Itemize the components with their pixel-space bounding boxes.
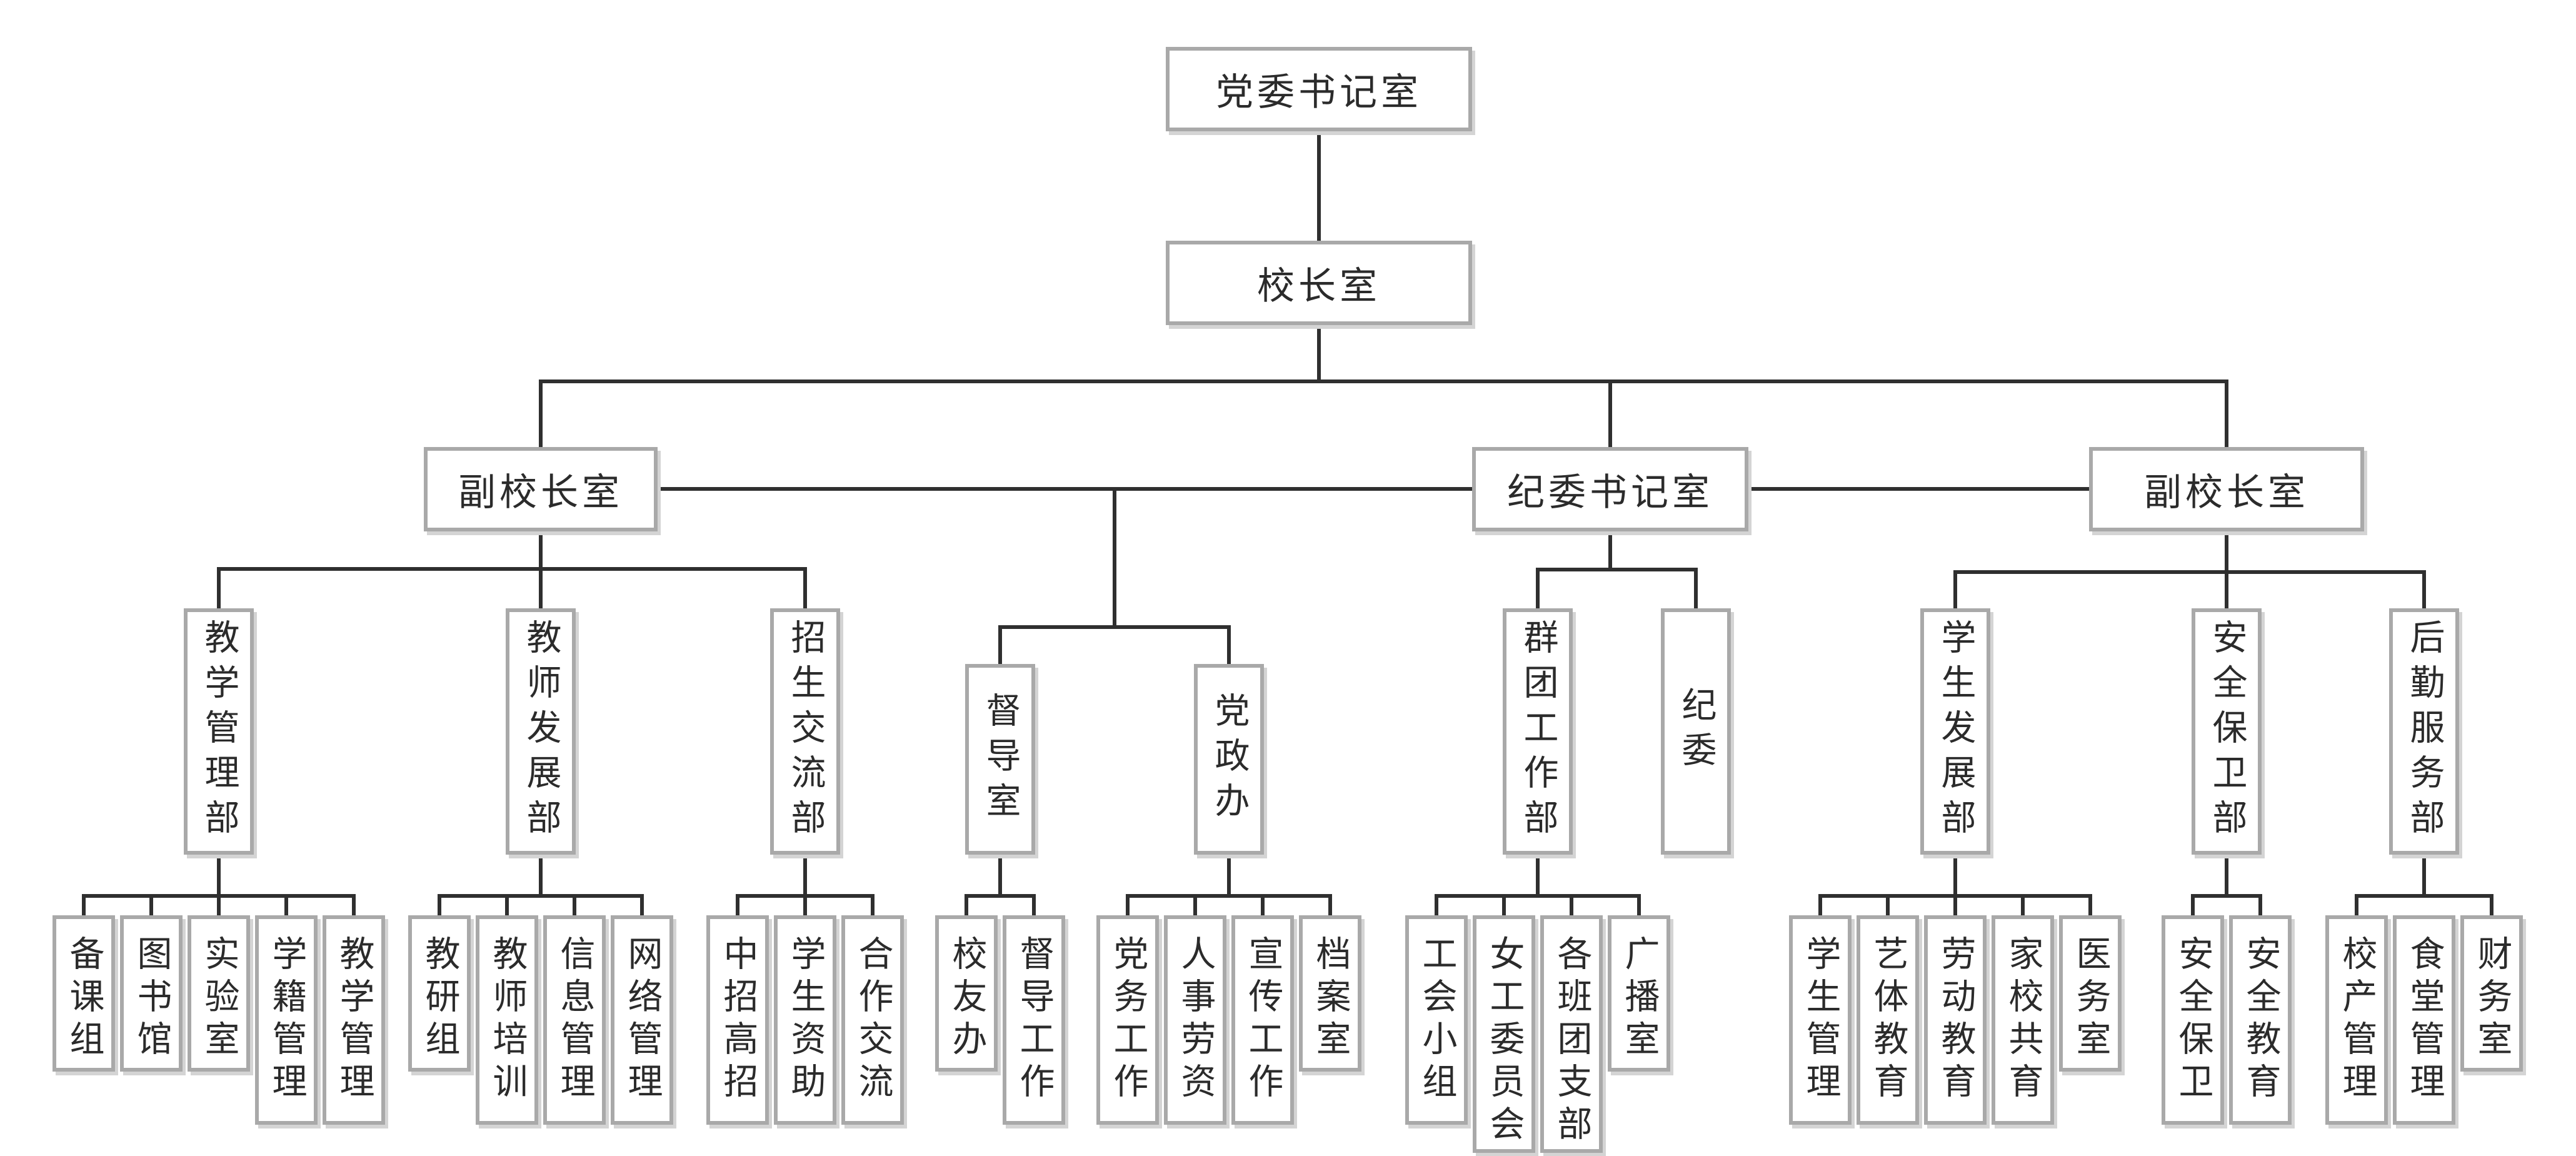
org-leaf-node: 财务室 bbox=[2460, 915, 2523, 1072]
org-leaf-node: 图书馆 bbox=[120, 915, 183, 1072]
org-leaf-node: 教研组 bbox=[408, 915, 471, 1072]
org-leaf-node: 艺体教育 bbox=[1857, 915, 1919, 1125]
org-leaf-node: 医务室 bbox=[2059, 915, 2122, 1072]
org-leaf-node: 广播室 bbox=[1608, 915, 1670, 1072]
node-dept-party-admin-office: 党政办 bbox=[1194, 664, 1264, 855]
connector-line bbox=[1536, 531, 1698, 608]
node-vice-principal-office-left: 副校长室 bbox=[424, 447, 658, 531]
node-dept-logistics-service: 后勤服务部 bbox=[2389, 608, 2459, 855]
connector-line bbox=[1953, 531, 2426, 608]
connector-line bbox=[998, 489, 1231, 664]
node-vice-principal-office-right: 副校长室 bbox=[2089, 447, 2364, 531]
org-leaf-node: 工会小组 bbox=[1405, 915, 1468, 1125]
org-leaf-node: 各班团支部 bbox=[1540, 915, 1603, 1153]
node-dept-discipline-committee: 纪委 bbox=[1661, 608, 1731, 855]
node-dept-safety-security: 安全保卫部 bbox=[2192, 608, 2262, 855]
node-dept-admissions-exchange: 招生交流部 bbox=[770, 608, 840, 855]
org-leaf-node: 家校共育 bbox=[1992, 915, 2054, 1125]
org-leaf-node: 学生管理 bbox=[1789, 915, 1852, 1125]
org-leaf-node: 网络管理 bbox=[611, 915, 673, 1125]
connector-line bbox=[965, 855, 1036, 915]
org-leaf-node: 劳动教育 bbox=[1924, 915, 1987, 1125]
node-dept-teacher-development: 教师发展部 bbox=[506, 608, 576, 855]
connector-line bbox=[736, 855, 875, 915]
org-leaf-node: 校友办 bbox=[935, 915, 998, 1072]
org-leaf-node: 教师培训 bbox=[476, 915, 538, 1125]
org-leaf-node: 宣传工作 bbox=[1231, 915, 1294, 1125]
org-leaf-node: 学籍管理 bbox=[255, 915, 318, 1125]
org-leaf-node: 合作交流 bbox=[841, 915, 904, 1125]
org-leaf-node: 备课组 bbox=[53, 915, 115, 1072]
node-party-committee-secretary-office: 党委书记室 bbox=[1166, 47, 1472, 131]
org-leaf-node: 督导工作 bbox=[1003, 915, 1065, 1125]
org-leaf-node: 女工委员会 bbox=[1473, 915, 1535, 1153]
org-leaf-node: 校产管理 bbox=[2325, 915, 2388, 1125]
org-leaf-node: 安全教育 bbox=[2229, 915, 2292, 1125]
node-dept-student-development: 学生发展部 bbox=[1920, 608, 1990, 855]
connector-line bbox=[1126, 855, 1332, 915]
org-leaf-node: 教学管理 bbox=[323, 915, 385, 1125]
node-discipline-committee-secretary-office: 纪委书记室 bbox=[1472, 447, 1748, 531]
org-leaf-node: 食堂管理 bbox=[2393, 915, 2455, 1125]
org-leaf-node: 学生资助 bbox=[774, 915, 836, 1125]
connector-line bbox=[2191, 855, 2262, 915]
connector-line bbox=[217, 531, 807, 608]
connector-line bbox=[82, 855, 356, 915]
connector-line bbox=[1818, 855, 2092, 915]
org-leaf-node: 档案室 bbox=[1299, 915, 1361, 1072]
connector-line bbox=[539, 379, 2228, 447]
node-principal-office: 校长室 bbox=[1166, 241, 1472, 325]
node-dept-teaching-management: 教学管理部 bbox=[184, 608, 254, 855]
org-leaf-node: 党务工作 bbox=[1096, 915, 1159, 1125]
org-leaf-node: 信息管理 bbox=[543, 915, 606, 1125]
org-leaf-node: 实验室 bbox=[188, 915, 250, 1072]
connector-line bbox=[438, 855, 644, 915]
node-dept-supervision-office: 督导室 bbox=[965, 664, 1035, 855]
org-leaf-node: 中招高招 bbox=[706, 915, 769, 1125]
org-leaf-node: 安全保卫 bbox=[2162, 915, 2224, 1125]
node-dept-mass-organization-work: 群团工作部 bbox=[1503, 608, 1573, 855]
connector-line bbox=[1435, 855, 1641, 915]
org-leaf-node: 人事劳资 bbox=[1164, 915, 1226, 1125]
connector-line bbox=[2355, 855, 2493, 915]
